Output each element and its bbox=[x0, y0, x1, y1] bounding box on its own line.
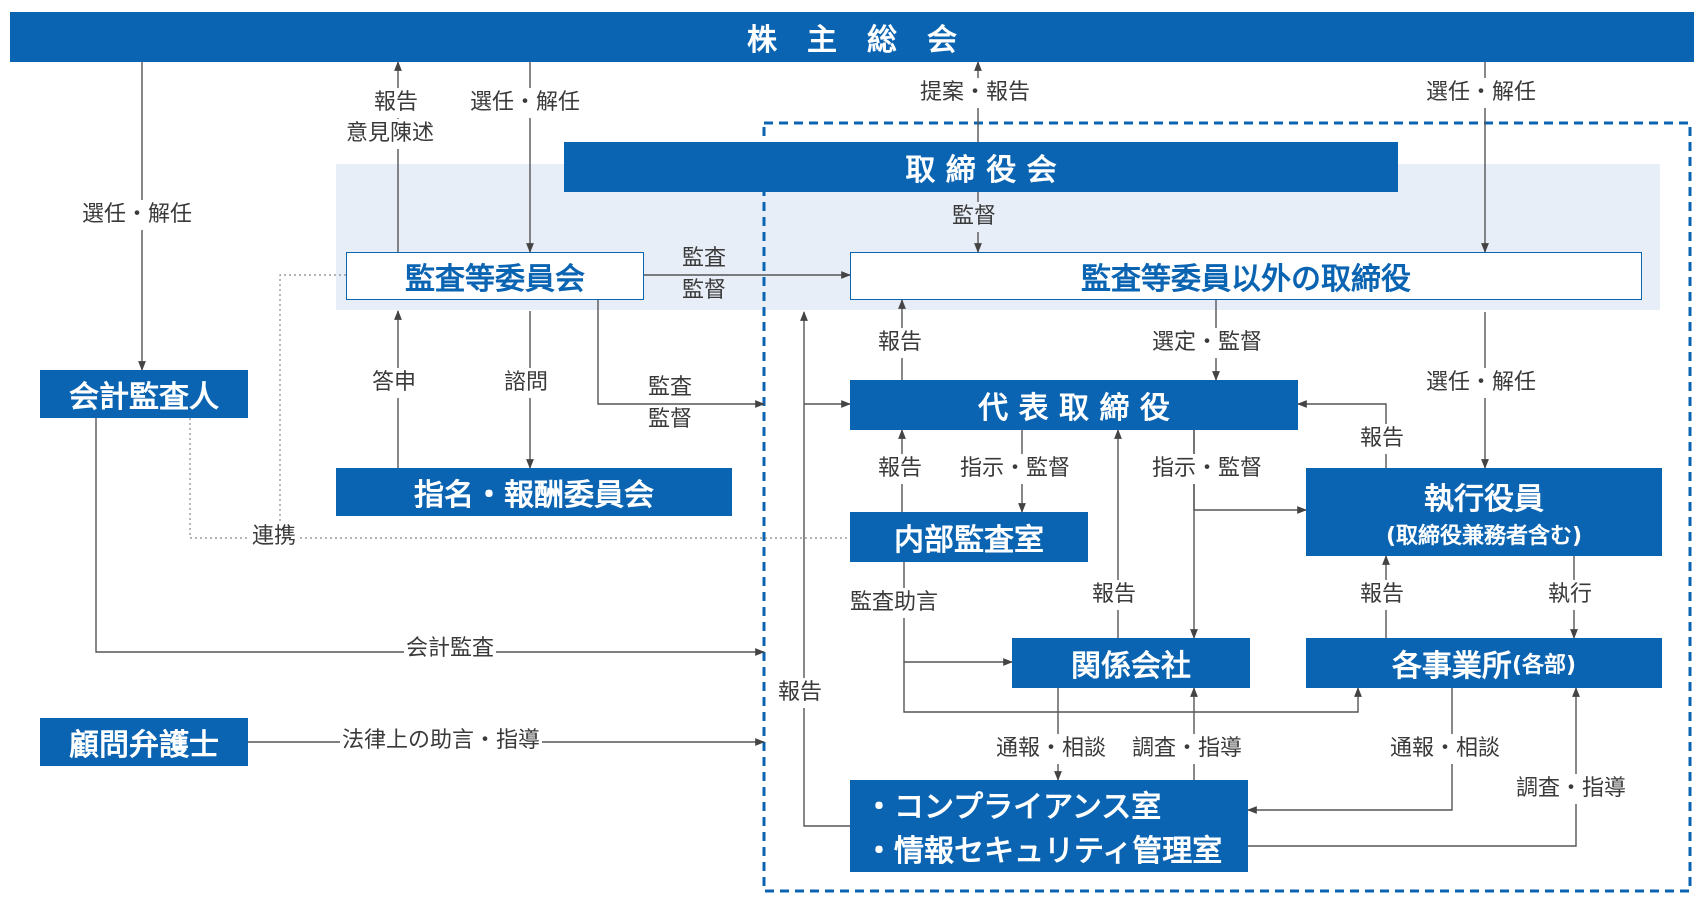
non-audit-directors-box: 監査等委員以外の取締役 bbox=[850, 252, 1642, 300]
label-answer: 答申 bbox=[370, 368, 419, 398]
label-elect-dismiss-top-right: 選任・解任 bbox=[1424, 78, 1539, 108]
label-opinion: 意見陳述 bbox=[344, 119, 437, 149]
business-sites-sub-label: (各部) bbox=[1511, 653, 1577, 678]
label-proposal-report: 提案・報告 bbox=[918, 78, 1033, 108]
internal-audit-label: 内部監査室 bbox=[894, 523, 1044, 558]
audit-committee-box: 監査等委員会 bbox=[346, 252, 644, 300]
shareholders-label: 株 主 総 会 bbox=[747, 23, 957, 58]
label-legal-advice: 法律上の助言・指導 bbox=[340, 726, 543, 756]
label-audit-advice: 監査助言 bbox=[848, 588, 941, 618]
board-box: 取 締 役 会 bbox=[564, 142, 1398, 192]
audit-committee-label: 監査等委員会 bbox=[405, 262, 585, 297]
label-supervision: 監督 bbox=[950, 202, 999, 232]
label-accounting-audit: 会計監査 bbox=[404, 634, 497, 664]
label-report-ia: 報告 bbox=[876, 454, 925, 484]
arrow-comp-report-line bbox=[800, 311, 850, 827]
arrow-advice-sites bbox=[903, 662, 1362, 713]
label-consult: 諮問 bbox=[502, 368, 551, 398]
label-whistle-aff: 通報・相談 bbox=[994, 734, 1109, 764]
arrow-sites-whistle bbox=[1247, 688, 1453, 814]
legal-advisor-box: 顧問弁護士 bbox=[40, 718, 248, 766]
nomination-committee-label: 指名・報酬委員会 bbox=[414, 478, 654, 513]
label-report-rep: 報告 bbox=[876, 328, 925, 358]
business-sites-box: 各事業所 (各部) bbox=[1306, 638, 1662, 688]
business-sites-label: 各事業所 bbox=[1391, 649, 1512, 684]
executive-officers-box: 執行役員 (取締役兼務者含む) bbox=[1306, 468, 1662, 556]
representative-director-label: 代 表 取 締 役 bbox=[978, 391, 1170, 426]
label-investigate-aff: 調査・指導 bbox=[1130, 734, 1245, 764]
arrow-ac-to-exec-area bbox=[597, 298, 765, 408]
label-report-comp: 報告 bbox=[776, 678, 825, 708]
execution-frame bbox=[762, 121, 1692, 893]
arrow-accounting-audit bbox=[95, 418, 765, 656]
label-cooperation: 連携 bbox=[250, 522, 299, 552]
label-audit-1: 監査 bbox=[680, 244, 729, 274]
label-report-sites: 報告 bbox=[1358, 580, 1407, 610]
label-execution: 執行 bbox=[1546, 580, 1595, 610]
arrow-comp-investigate-sites bbox=[1248, 687, 1580, 847]
label-whistle-sites: 通報・相談 bbox=[1388, 734, 1503, 764]
affiliates-label: 関係会社 bbox=[1071, 649, 1191, 684]
affiliates-box: 関係会社 bbox=[1012, 638, 1250, 688]
representative-director-box: 代 表 取 締 役 bbox=[850, 380, 1298, 430]
compliance-line2: ・情報セキュリティ管理室 bbox=[864, 834, 1223, 869]
label-instruct-exec: 指示・監督 bbox=[1150, 454, 1265, 484]
label-elect-dismiss-exec: 選任・解任 bbox=[1424, 368, 1539, 398]
cooperation-lines bbox=[189, 274, 850, 539]
label-report: 報告 bbox=[372, 88, 421, 118]
label-audit-2: 監査 bbox=[646, 373, 695, 403]
non-audit-directors-label: 監査等委員以外の取締役 bbox=[1081, 262, 1411, 297]
executive-officers-sub-label: (取締役兼務者含む) bbox=[1385, 524, 1583, 549]
legal-advisor-label: 顧問弁護士 bbox=[69, 728, 219, 763]
label-supervise-1: 監督 bbox=[680, 276, 729, 306]
accounting-auditor-label: 会計監査人 bbox=[69, 380, 219, 415]
compliance-box: ・コンプライアンス室 ・情報セキュリティ管理室 bbox=[850, 780, 1248, 872]
label-instruct-ia: 指示・監督 bbox=[958, 454, 1073, 484]
label-investigate-sites: 調査・指導 bbox=[1514, 774, 1629, 804]
internal-audit-box: 内部監査室 bbox=[850, 512, 1088, 562]
label-elect-dismiss-ac: 選任・解任 bbox=[468, 88, 583, 118]
board-label: 取 締 役 会 bbox=[905, 153, 1057, 188]
label-select-supervise: 選定・監督 bbox=[1150, 328, 1265, 358]
accounting-auditor-box: 会計監査人 bbox=[40, 370, 248, 418]
compliance-line1: ・コンプライアンス室 bbox=[864, 790, 1162, 825]
shareholders-box: 株 主 総 会 bbox=[10, 12, 1694, 62]
executive-officers-label: 執行役員 bbox=[1424, 482, 1544, 517]
label-supervise-2: 監督 bbox=[646, 405, 695, 435]
label-elect-dismiss-left: 選任・解任 bbox=[80, 200, 195, 230]
nomination-committee-box: 指名・報酬委員会 bbox=[336, 468, 732, 516]
label-report-aff: 報告 bbox=[1090, 580, 1139, 610]
label-report-exec: 報告 bbox=[1358, 424, 1407, 454]
